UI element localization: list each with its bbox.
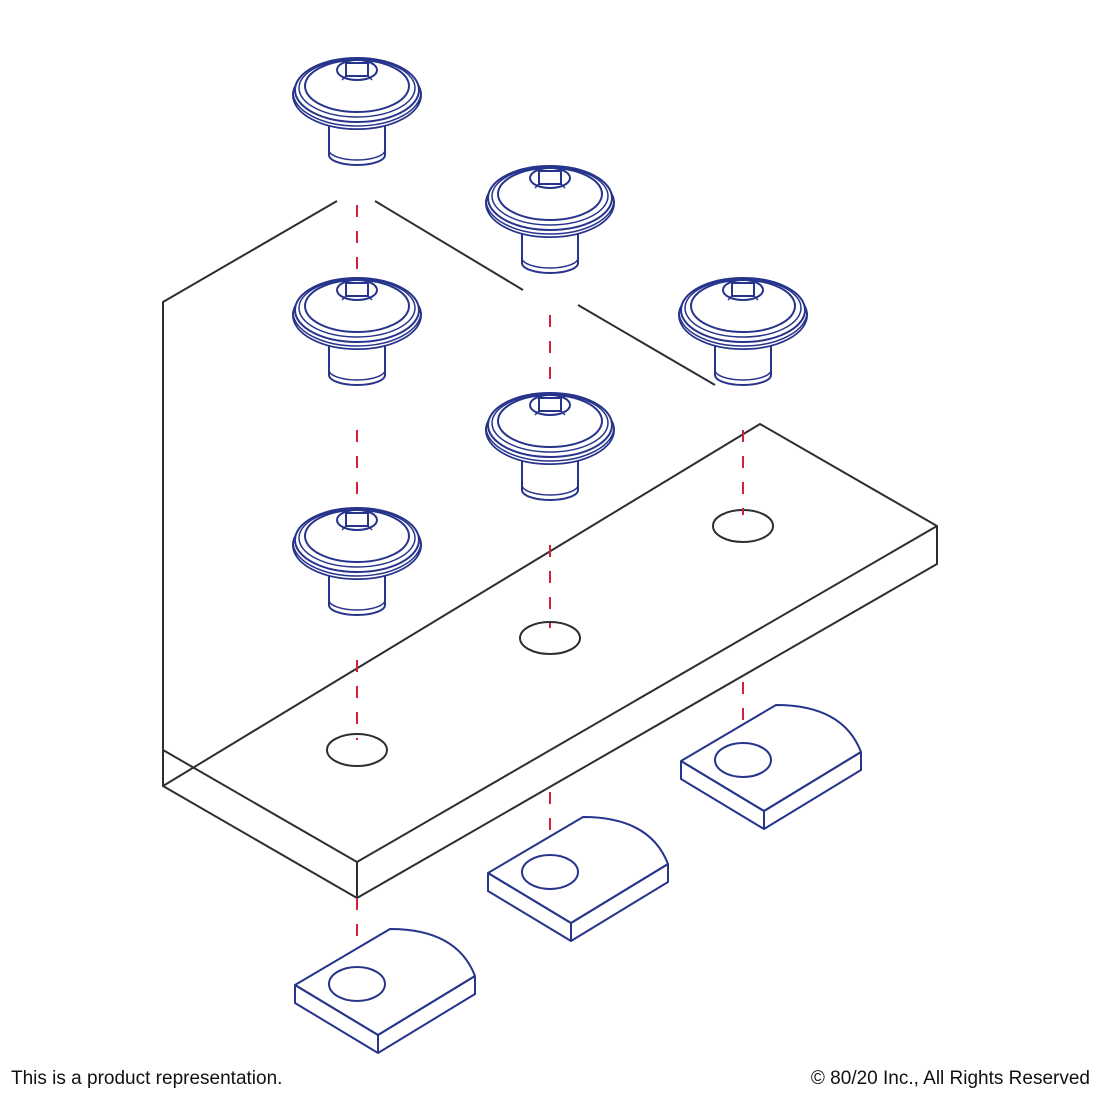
t-nut-icon — [680, 704, 862, 830]
button-head-bolt-icon — [678, 277, 808, 386]
button-head-bolt-icon — [485, 165, 615, 274]
t-nut-icon — [294, 928, 476, 1054]
alignment-guides — [356, 205, 744, 985]
plate-hole — [326, 733, 388, 767]
plate-hole — [519, 621, 581, 655]
disclaimer-text: This is a product representation. — [11, 1068, 283, 1089]
button-head-bolt-icon — [292, 57, 422, 166]
button-head-bolt-icon — [485, 392, 615, 501]
gusset-plate — [162, 200, 938, 899]
copyright-text: © 80/20 Inc., All Rights Reserved — [810, 1068, 1090, 1089]
button-head-bolt-icon — [292, 507, 422, 616]
button-head-bolt-icon — [292, 277, 422, 386]
t-nut-icon — [487, 816, 669, 942]
